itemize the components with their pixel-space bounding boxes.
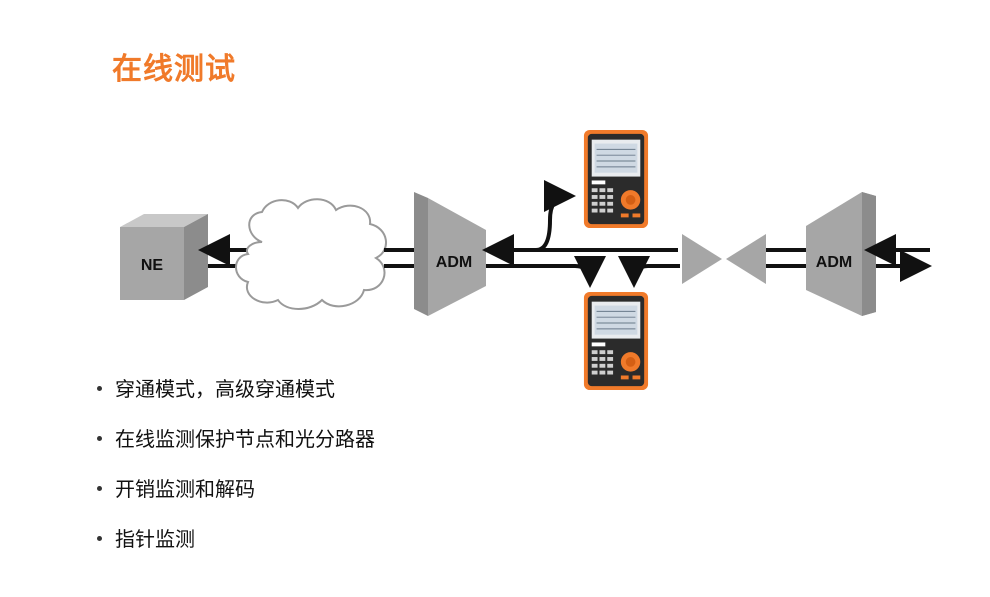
ne-box	[120, 214, 208, 300]
bullet-icon	[97, 386, 102, 391]
network-cloud-icon	[235, 198, 387, 310]
list-item: 在线监测保护节点和光分路器	[97, 422, 375, 472]
handheld-tester-icon-top	[583, 129, 649, 229]
ne-label: NE	[141, 257, 164, 274]
bullet-icon	[97, 536, 102, 541]
feature-list: 穿通模式，高级穿通模式 在线监测保护节点和光分路器 开销监测和解码 指针监测	[97, 372, 375, 572]
optical-splitter-icon	[682, 234, 722, 284]
list-item-text: 在线监测保护节点和光分路器	[115, 427, 375, 451]
handheld-tester-icon-bottom	[583, 291, 649, 391]
list-item: 开销监测和解码	[97, 472, 375, 522]
bullet-icon	[97, 436, 102, 441]
list-item-text: 指针监测	[115, 527, 195, 551]
arrow-tap-up	[535, 180, 576, 252]
optical-splitter-icon-2	[726, 234, 766, 284]
list-item: 穿通模式，高级穿通模式	[97, 372, 375, 422]
list-item-text: 穿通模式，高级穿通模式	[115, 377, 335, 401]
adm-right-label: ADM	[816, 254, 852, 271]
list-item-text: 开销监测和解码	[115, 477, 255, 501]
adm-left-label: ADM	[436, 254, 472, 271]
list-item: 指针监测	[97, 522, 375, 572]
adm-left	[414, 192, 486, 316]
page-title: 在线测试	[112, 52, 236, 87]
arrow-tap-down-left	[573, 255, 606, 288]
arrow-tap-down-right	[618, 255, 680, 288]
bullet-icon	[97, 486, 102, 491]
